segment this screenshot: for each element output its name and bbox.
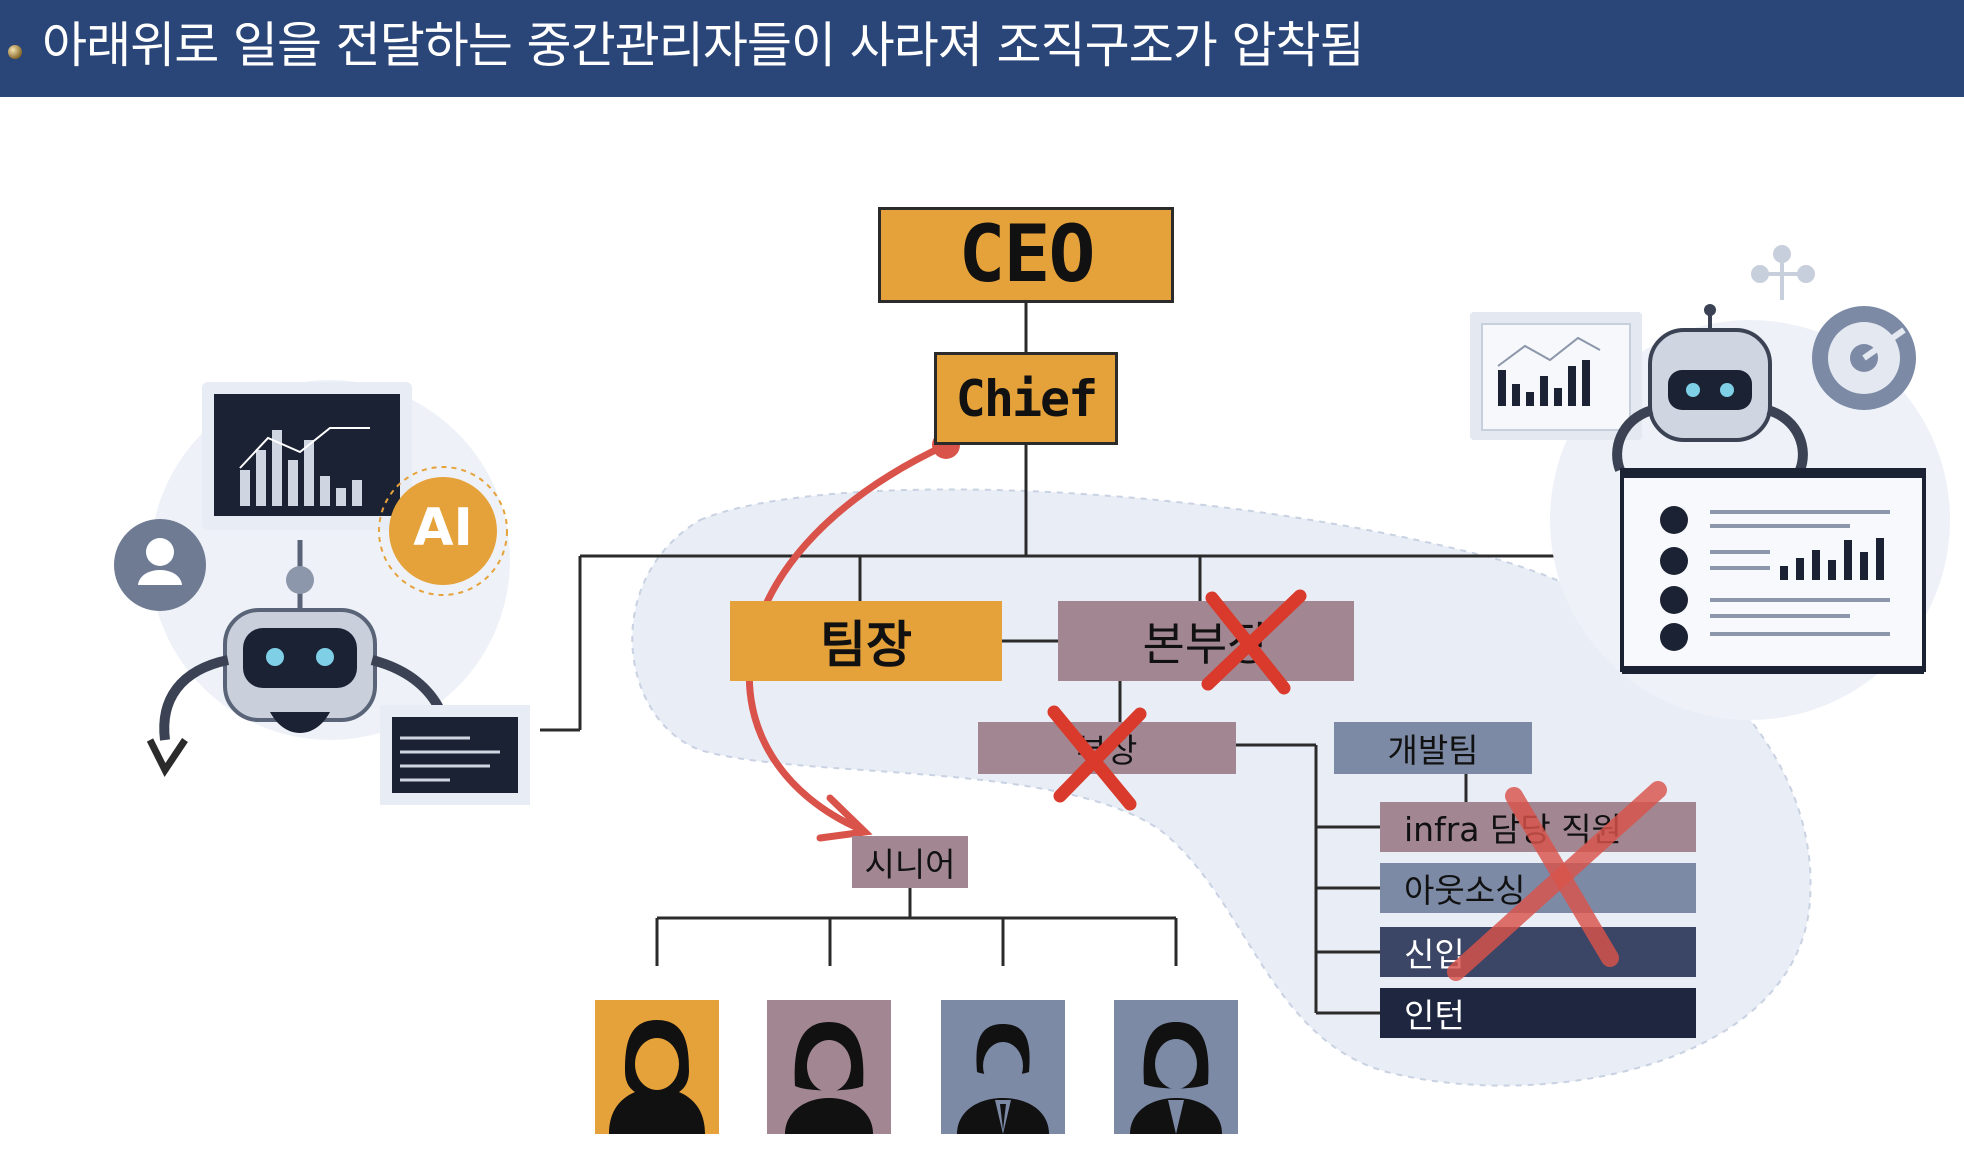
senior-box: 시니어 bbox=[852, 836, 968, 888]
ai-badge-icon bbox=[378, 466, 508, 596]
dev-member-newhire: 신입 bbox=[1380, 927, 1696, 977]
person-icon bbox=[595, 1000, 719, 1134]
pie-chart-icon bbox=[1812, 306, 1916, 410]
dev-member-infra: infra 담당 직원 bbox=[1380, 802, 1696, 852]
dev-member-intern: 인턴 bbox=[1380, 988, 1696, 1038]
dev-team-box: 개발팀 bbox=[1334, 722, 1532, 774]
person-icon bbox=[1114, 1000, 1238, 1134]
person-icon bbox=[941, 1000, 1065, 1134]
department-head-box: 부장 bbox=[978, 722, 1236, 774]
person-icon bbox=[767, 1000, 891, 1134]
header-bar: 아래위로 일을 전달하는 중간관리자들이 사라져 조직구조가 압착됨 bbox=[0, 0, 1964, 97]
network-icon bbox=[1751, 245, 1815, 300]
dev-member-outsourcing: 아웃소싱 bbox=[1380, 863, 1696, 913]
robot-icon-right bbox=[1470, 245, 1950, 720]
team-lead-box: 팀장 bbox=[730, 601, 1002, 681]
ceo-box: CEO bbox=[878, 207, 1174, 303]
robot-icon-left bbox=[114, 380, 530, 805]
chief-box: Chief bbox=[934, 352, 1118, 445]
ai-badge-label: AI bbox=[413, 498, 473, 558]
slide-title: 아래위로 일을 전달하는 중간관리자들이 사라져 조직구조가 압착됨 bbox=[42, 17, 1365, 74]
division-head-box: 본부장 bbox=[1058, 601, 1354, 681]
bullet-icon bbox=[8, 45, 22, 59]
